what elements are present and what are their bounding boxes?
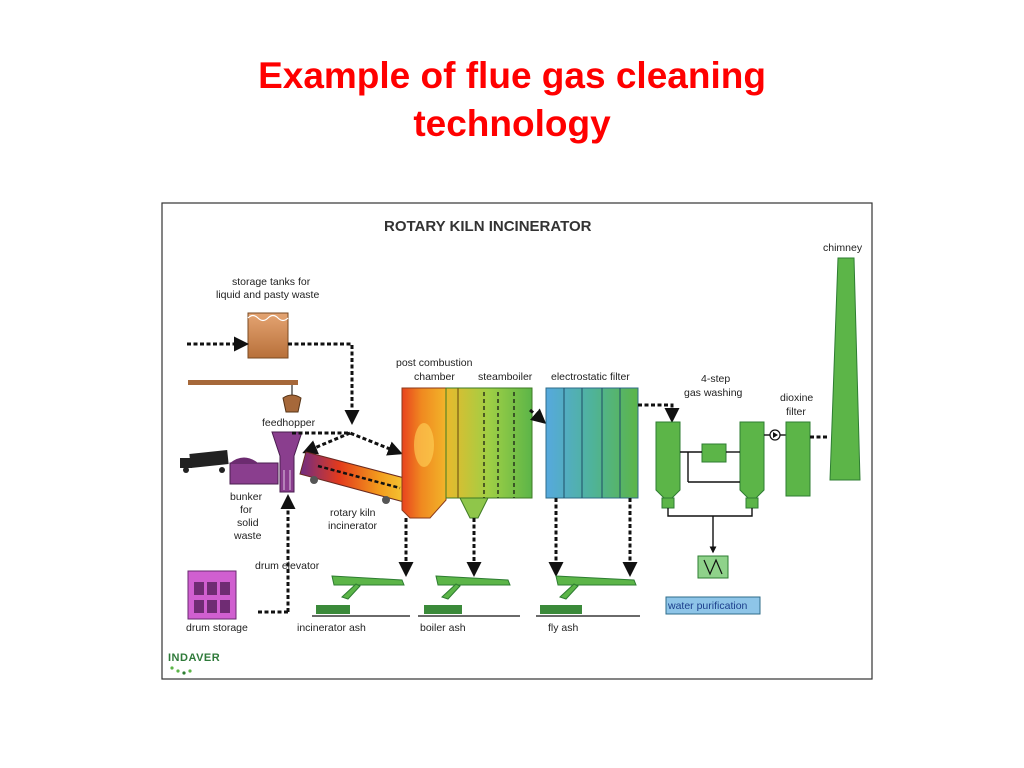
diagram-heading: ROTARY KILN INCINERATOR — [384, 218, 592, 235]
fly-ash-label: fly ash — [548, 622, 579, 634]
boiler-ash-label: boiler ash — [420, 622, 466, 634]
truck-icon — [180, 450, 229, 473]
electrostatic-filter — [545, 387, 639, 499]
bunker-label-2: for — [240, 504, 253, 516]
dioxine-filter — [785, 421, 811, 497]
feedhopper-label: feedhopper — [262, 417, 316, 429]
incinerator-ash-label: incinerator ash — [297, 622, 366, 634]
indaver-logo: INDAVER — [168, 652, 220, 675]
boiler-to-filter-arrow — [529, 408, 547, 424]
gas-washing-label-1: 4-step — [701, 373, 730, 385]
fly-ash-conveyor — [536, 498, 640, 617]
water-treatment-unit — [697, 555, 729, 579]
bunker-label-4: waste — [233, 530, 262, 542]
waste-bunker — [229, 462, 279, 485]
post-combustion-chamber — [401, 387, 447, 519]
steam-boiler — [445, 387, 533, 519]
bunker-label-3: solid — [237, 517, 259, 529]
drum-storage-label: drum storage — [186, 622, 248, 634]
drum-storage — [187, 570, 237, 620]
incinerator-ash-conveyor — [312, 518, 414, 617]
dioxine-filter-label-2: filter — [786, 406, 806, 418]
storage-tank — [247, 312, 289, 359]
tank-to-chamber-flow — [288, 342, 360, 425]
crane-rail — [188, 380, 298, 385]
chimney-label: chimney — [823, 242, 863, 254]
slide-title-line-1: Example of flue gas cleaning — [258, 55, 766, 96]
post-combustion-label-2: chamber — [414, 371, 455, 383]
drum-elevator-label: drum elevator — [255, 560, 320, 572]
rotary-kiln-label-2: incinerator — [328, 520, 378, 532]
slide-title-line-2: technology — [413, 103, 611, 144]
gas-washing-label-2: gas washing — [684, 387, 743, 399]
pump-icon — [769, 429, 781, 441]
svg-text:INDAVER: INDAVER — [168, 652, 220, 664]
storage-tanks-label-1: storage tanks for — [232, 276, 311, 288]
slide-title: Example of flue gas cleaning technology — [0, 52, 1024, 148]
feed-flow-arrow — [292, 431, 403, 456]
gas-washing — [655, 421, 765, 517]
filter-to-washer-flow — [638, 403, 680, 423]
water-purification-box — [665, 596, 761, 615]
bunker-label-1: bunker — [230, 491, 263, 503]
electrostatic-filter-label: electrostatic filter — [551, 371, 630, 383]
storage-tanks-label-2: liquid and pasty waste — [216, 289, 319, 301]
boiler-ash-conveyor — [418, 518, 520, 617]
water-purification-label: water purification — [667, 600, 748, 612]
dioxine-filter-label-1: dioxine — [780, 392, 813, 404]
crane-grab — [282, 385, 302, 413]
steamboiler-label: steamboiler — [478, 371, 533, 383]
rotary-kiln-label-1: rotary kiln — [330, 507, 376, 519]
chimney — [829, 257, 861, 481]
post-combustion-label-1: post combustion — [396, 357, 473, 369]
